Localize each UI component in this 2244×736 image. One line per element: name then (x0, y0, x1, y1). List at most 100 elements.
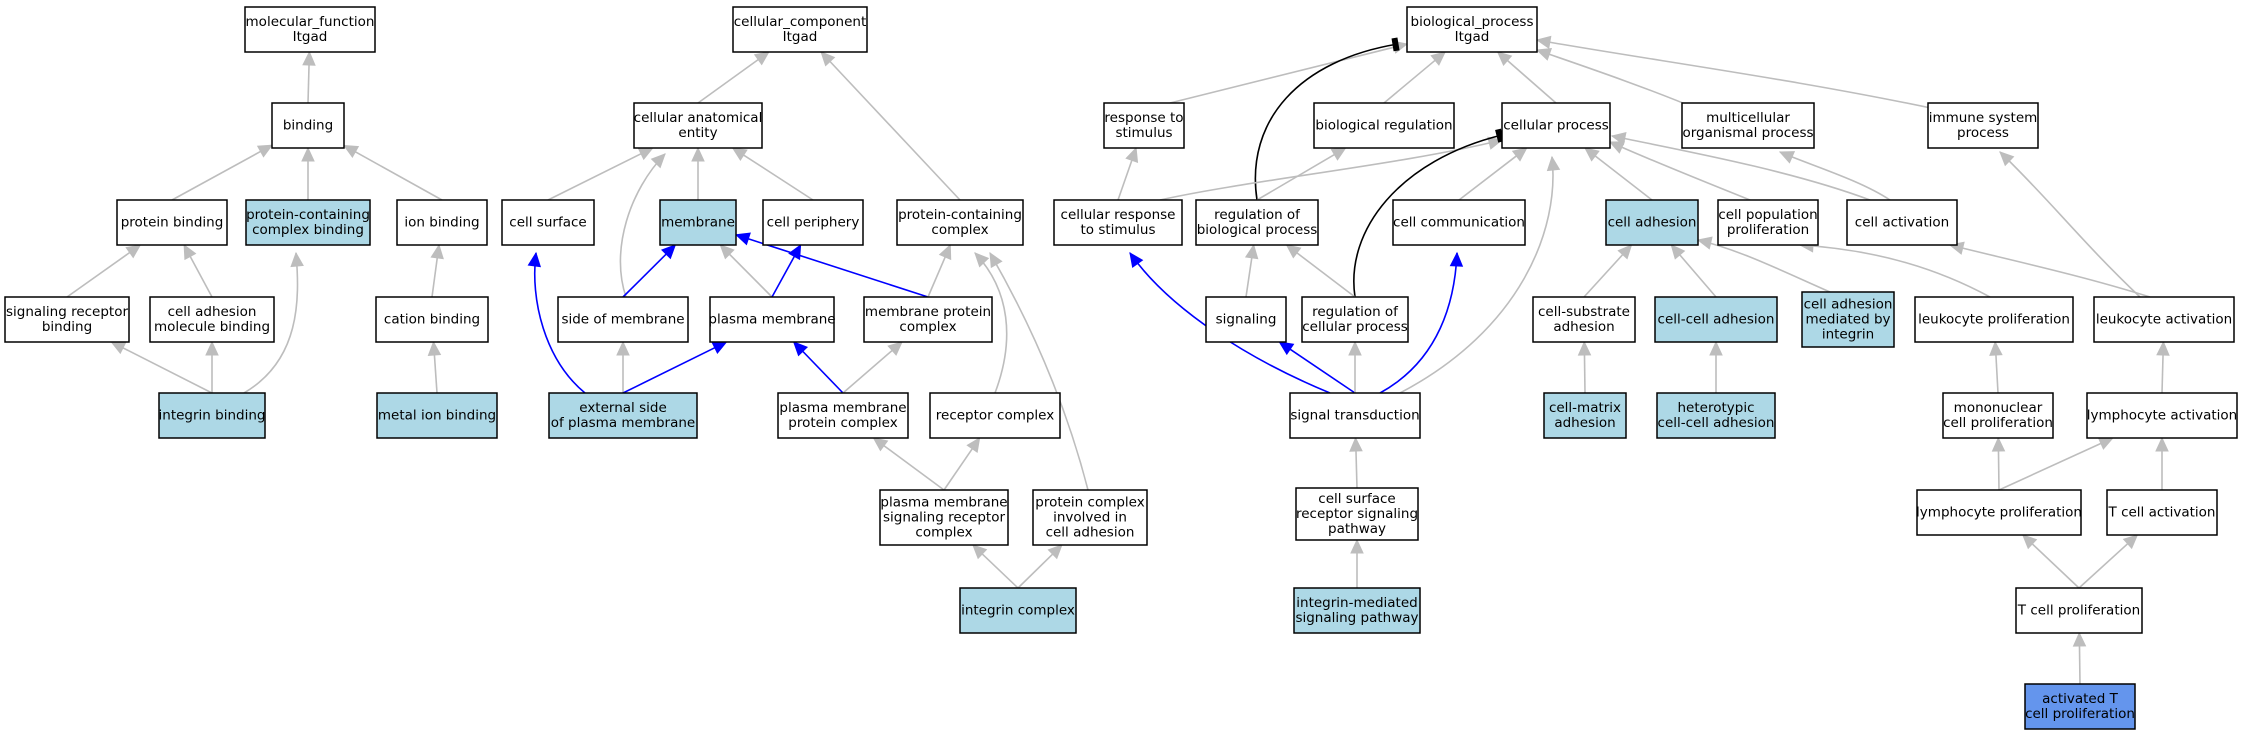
node-label: complex (915, 525, 972, 541)
go-term-node-membrane[interactable]: membrane (659, 199, 737, 246)
node-box (1289, 392, 1421, 439)
node-label: binding (42, 319, 92, 335)
go-term-node-tcellprol[interactable]: T cell proliferation (2015, 587, 2143, 634)
node-label: biological_process (1411, 14, 1534, 30)
edge-intbind-to-pcbind (243, 251, 304, 394)
edge-line (1169, 43, 1408, 104)
go-term-node-cellact[interactable]: cell activation (1846, 199, 1958, 246)
go-term-node-cellsurf[interactable]: cell surface (501, 199, 595, 246)
go-term-node-leukact[interactable]: leukocyte activation (2093, 296, 2235, 343)
node-label: ion binding (404, 215, 479, 231)
go-term-node-celladh[interactable]: cell adhesion (1605, 199, 1699, 246)
edge-arrowhead (637, 147, 654, 161)
node-box (2015, 587, 2143, 634)
go-term-node-sidemem[interactable]: side of membrane (557, 296, 689, 343)
node-label: T cell proliferation (2017, 603, 2140, 619)
edge-arrowhead (788, 243, 802, 261)
edge-line (2078, 542, 2129, 589)
edge-bioreg-to-bp_root (1383, 51, 1447, 104)
node-label: signaling receptor (6, 304, 129, 320)
go-term-node-cellcomm[interactable]: cell communication (1392, 199, 1526, 246)
node-box (863, 296, 993, 343)
go-term-node-intcomp[interactable]: integrin complex (959, 587, 1077, 634)
go-term-node-sigtrans[interactable]: signal transduction (1289, 392, 1421, 439)
edge-line (974, 252, 1008, 394)
node-label: plasma membrane (708, 312, 835, 328)
node-label: cellular_component (734, 14, 866, 30)
go-term-node-metalion[interactable]: metal ion binding (376, 392, 498, 439)
edge-arrowhead (342, 144, 360, 159)
edge-line (1697, 239, 1831, 293)
go-term-node-tcellact[interactable]: T cell activation (2106, 489, 2218, 536)
edge-arrowhead (256, 144, 274, 158)
node-box (732, 6, 868, 53)
go-term-node-cellcell[interactable]: cell-cell adhesion (1654, 296, 1778, 343)
edge-arrowhead (110, 341, 127, 355)
node-box (2106, 489, 2218, 536)
edge-arrowhead (427, 340, 442, 356)
node-label: proliferation (1727, 222, 1809, 238)
go-term-node-protbind[interactable]: protein binding (116, 199, 228, 246)
node-box (376, 392, 498, 439)
node-label: involved in (1053, 510, 1127, 526)
go-term-node-reccomp[interactable]: receptor complex (929, 392, 1061, 439)
node-label: cell adhesion (168, 304, 257, 320)
go-term-node-plasmem[interactable]: plasma membrane (708, 296, 836, 343)
edge-line (927, 255, 947, 298)
go-term-node-cation[interactable]: cation binding (375, 296, 489, 343)
edge-regbio-to-bioreg (1256, 147, 1347, 201)
edge-line (1506, 59, 1557, 104)
edge-layer (66, 35, 2170, 685)
edge-arrowhead (2097, 437, 2114, 450)
edge-cellmol-to-protbind (183, 243, 213, 298)
go-term-node-cellproc[interactable]: cellular process (1501, 102, 1611, 149)
go-term-node-binding[interactable]: binding (271, 102, 345, 149)
node-label: complex (931, 222, 988, 238)
go-term-node-intbind[interactable]: integrin binding (158, 392, 266, 439)
edge-cellsub-to-celladh (1583, 244, 1633, 298)
edge-arrowhead (1511, 147, 1528, 162)
go-term-node-lymprol[interactable]: lymphocyte proliferation (1916, 489, 2082, 536)
go-term-node-ionbind[interactable]: ion binding (396, 199, 488, 246)
node-box (1406, 6, 1538, 53)
edge-arrowhead (887, 341, 903, 356)
go-term-node-bioreg[interactable]: biological regulation (1313, 102, 1455, 149)
edge-binding-to-mf_root (302, 50, 316, 104)
node-label: molecule binding (154, 319, 270, 335)
go-term-node-leukprol[interactable]: leukocyte proliferation (1914, 296, 2074, 343)
edge-sigtrans-to-cellproc (1399, 155, 1561, 394)
go-term-node-periph[interactable]: cell periphery (762, 199, 864, 246)
node-box (1392, 199, 1526, 246)
go-term-node-lymact[interactable]: lymphocyte activation (2086, 392, 2238, 439)
go-term-node-signaling[interactable]: signaling (1205, 296, 1287, 343)
node-box (762, 199, 864, 246)
